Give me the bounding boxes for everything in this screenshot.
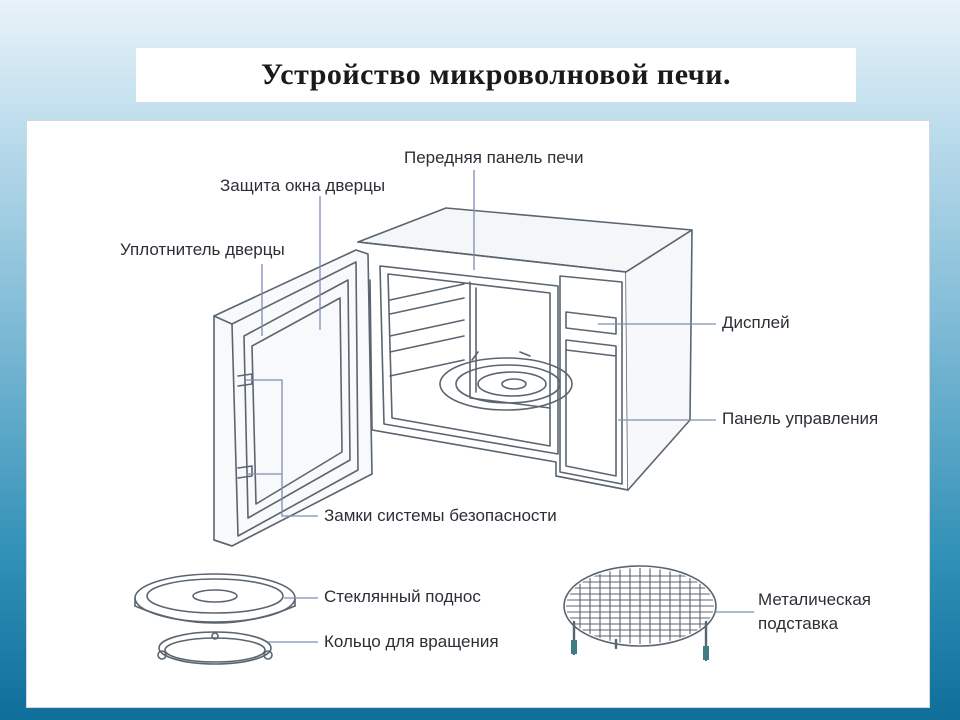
label-display: Дисплей bbox=[722, 313, 790, 332]
label-door-seal: Уплотнитель дверцы bbox=[120, 240, 285, 259]
label-control-panel: Панель управления bbox=[722, 409, 879, 428]
metal-rack-icon bbox=[563, 565, 717, 662]
page-title: Устройство микроволновой печи. bbox=[261, 58, 731, 91]
label-door-window-guard: Защита окна дверцы bbox=[220, 176, 386, 195]
label-safety-locks: Замки системы безопасности bbox=[324, 506, 557, 525]
label-metal-rack-line1: Металическая bbox=[758, 590, 871, 609]
leader-lines bbox=[246, 170, 754, 643]
label-metal-rack-line2: подставка bbox=[758, 614, 839, 633]
rotation-ring-icon bbox=[157, 631, 273, 665]
label-front-panel: Передняя панель печи bbox=[404, 148, 584, 167]
glass-tray-icon bbox=[134, 573, 296, 624]
microwave-oven-icon bbox=[213, 207, 693, 547]
title-box: Устройство микроволновой печи. bbox=[136, 48, 856, 102]
label-rotation-ring: Кольцо для вращения bbox=[324, 632, 499, 651]
label-glass-tray: Стеклянный поднос bbox=[324, 587, 481, 606]
